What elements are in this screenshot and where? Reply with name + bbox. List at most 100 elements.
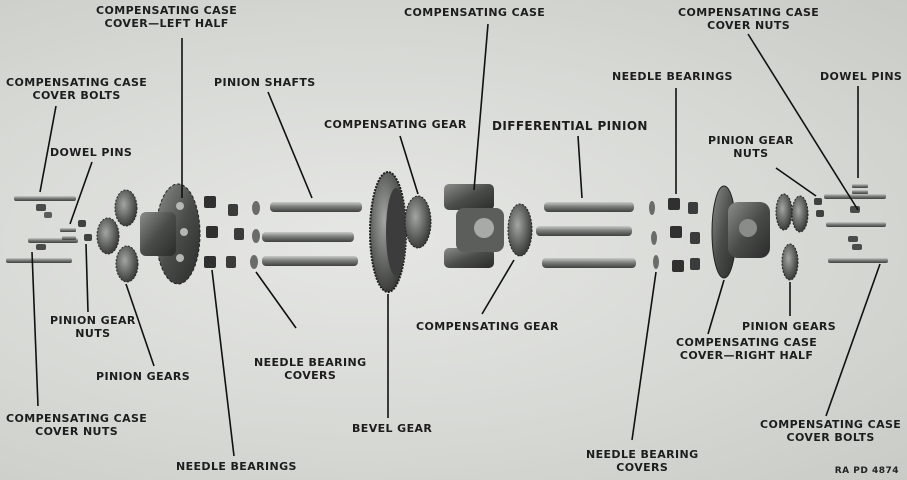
compensating-case-part bbox=[444, 184, 504, 268]
label-needle-bearings-top: NEEDLE BEARINGS bbox=[612, 70, 733, 83]
bolt-right-3 bbox=[828, 258, 888, 263]
leader-needle-bearing-covers-left bbox=[255, 271, 297, 329]
label-line: COVER NUTS bbox=[707, 19, 791, 32]
label-cover-bolts-left: COMPENSATING CASE COVER BOLTS bbox=[6, 76, 147, 102]
compensating-gear-left bbox=[404, 195, 432, 249]
bevel-gear-face bbox=[386, 188, 406, 276]
needle-bearing-l6 bbox=[226, 256, 236, 268]
label-compensating-case: COMPENSATING CASE bbox=[404, 6, 545, 19]
bearing-cover-l3 bbox=[250, 255, 258, 269]
label-line: COVERS bbox=[616, 461, 669, 474]
diff-shaft-2 bbox=[536, 226, 632, 236]
needle-bearing-r3 bbox=[672, 260, 684, 272]
bearing-cover-l1 bbox=[252, 201, 260, 215]
nut-right-4 bbox=[848, 236, 858, 242]
bolt-left-2 bbox=[6, 258, 72, 263]
needle-bearing-r2 bbox=[670, 226, 682, 238]
label-dowel-pins-right: DOWEL PINS bbox=[820, 70, 902, 83]
right-fasteners-group bbox=[814, 184, 888, 263]
label-line: COVER BOLTS bbox=[786, 431, 875, 444]
label-needle-bearing-covers-right: NEEDLE BEARING COVERS bbox=[586, 448, 699, 474]
label-compensating-gear-bottom: COMPENSATING GEAR bbox=[416, 320, 559, 333]
needle-bearings-right-group bbox=[649, 198, 700, 272]
dowel-right-2 bbox=[852, 190, 868, 194]
label-line: COMPENSATING GEAR bbox=[416, 320, 559, 333]
label-line: COVER BOLTS bbox=[32, 89, 121, 102]
nut-right-5 bbox=[852, 244, 862, 250]
bolt-right-2 bbox=[826, 222, 886, 227]
label-line: DIFFERENTIAL PINION bbox=[492, 119, 648, 133]
bolt-right-1 bbox=[824, 194, 886, 199]
cover-left-hole-3 bbox=[176, 254, 184, 262]
needle-bearings-left-group bbox=[204, 196, 260, 269]
leader-cover-bolts-right bbox=[825, 263, 881, 417]
case-center-bore bbox=[474, 218, 494, 238]
label-line: COMPENSATING CASE bbox=[760, 418, 902, 431]
leader-comp-case bbox=[473, 23, 489, 191]
compensating-gear-right bbox=[507, 203, 533, 257]
needle-bearing-l4 bbox=[228, 204, 238, 216]
differential-pinion-shafts bbox=[536, 202, 636, 268]
nut-left-2 bbox=[44, 212, 52, 218]
dowel-left-1 bbox=[60, 228, 76, 232]
leader-lines bbox=[31, 23, 881, 457]
label-line: PINION GEAR bbox=[708, 134, 794, 147]
label-line: PINION GEAR bbox=[50, 314, 136, 327]
dowel-right-1 bbox=[852, 184, 868, 188]
label-pinion-gear-nuts-right: PINION GEAR NUTS bbox=[708, 134, 794, 160]
needle-bearing-l2 bbox=[206, 226, 218, 238]
label-cover-left-half: COMPENSATING CASE COVER—LEFT HALF bbox=[96, 4, 237, 30]
label-line: PINION GEARS bbox=[742, 320, 837, 333]
pinion-shaft-3 bbox=[262, 256, 358, 266]
leader-pinion-gear-nuts-left bbox=[85, 243, 89, 313]
label-line: COVER—RIGHT HALF bbox=[679, 349, 814, 362]
bolt-left-1 bbox=[14, 196, 76, 201]
label-needle-bearing-covers-left: NEEDLE BEARING COVERS bbox=[254, 356, 367, 382]
leader-cover-nuts-top bbox=[747, 33, 859, 211]
label-line: COMPENSATING CASE bbox=[96, 4, 238, 17]
needle-bearing-r5 bbox=[690, 232, 700, 244]
label-line: NEEDLE BEARINGS bbox=[612, 70, 733, 83]
label-needle-bearings-bottom: NEEDLE BEARINGS bbox=[176, 460, 297, 473]
leader-comp-gear-bottom bbox=[481, 259, 515, 315]
label-pinion-gear-nuts-left: PINION GEAR NUTS bbox=[50, 314, 136, 340]
label-line: NEEDLE BEARING bbox=[254, 356, 367, 369]
needle-bearing-l5 bbox=[234, 228, 244, 240]
nut-left-4 bbox=[84, 234, 92, 241]
leader-pinion-shafts bbox=[267, 91, 313, 199]
label-line: BEVEL GEAR bbox=[352, 422, 433, 435]
cover-left-hole-1 bbox=[176, 202, 184, 210]
label-line: COMPENSATING CASE bbox=[6, 412, 148, 425]
bevel-gear-part bbox=[369, 171, 407, 293]
leader-cover-bolts-left bbox=[39, 105, 57, 193]
leader-needle-bearing-covers-right bbox=[631, 271, 657, 441]
pinion-gear-left-3 bbox=[115, 245, 139, 283]
label-line: COMPENSATING CASE bbox=[6, 76, 148, 89]
leader-pinion-gear-nuts-right bbox=[775, 167, 817, 197]
cover-left-hub bbox=[140, 212, 176, 256]
label-compensating-gear-top: COMPENSATING GEAR bbox=[324, 118, 467, 131]
pinion-gear-right-2 bbox=[791, 195, 809, 233]
case-bottom-arm bbox=[444, 248, 494, 268]
pinion-shaft-1 bbox=[270, 202, 362, 212]
diff-shaft-1 bbox=[544, 202, 634, 212]
label-line: NUTS bbox=[75, 327, 111, 340]
cover-right-half-part bbox=[711, 185, 770, 279]
cover-left-hole-2 bbox=[180, 228, 188, 236]
pinion-gear-right-1 bbox=[775, 193, 793, 231]
label-line: NEEDLE BEARING bbox=[586, 448, 699, 461]
label-line: COMPENSATING CASE bbox=[404, 6, 546, 19]
label-pinion-gears-right: PINION GEARS bbox=[742, 320, 836, 333]
needle-bearing-l1 bbox=[204, 196, 216, 208]
bearing-cover-l2 bbox=[252, 229, 260, 243]
dowel-pins-and-nuts-left bbox=[36, 204, 92, 250]
label-line: PINION SHAFTS bbox=[214, 76, 316, 89]
nut-left-3 bbox=[78, 220, 86, 227]
pinion-gear-right-3 bbox=[781, 243, 799, 281]
leader-diff-pinion bbox=[577, 135, 583, 199]
label-line: COVER NUTS bbox=[35, 425, 119, 438]
label-dowel-pins-left: DOWEL PINS bbox=[50, 146, 132, 159]
bearing-cover-r1 bbox=[649, 201, 655, 215]
